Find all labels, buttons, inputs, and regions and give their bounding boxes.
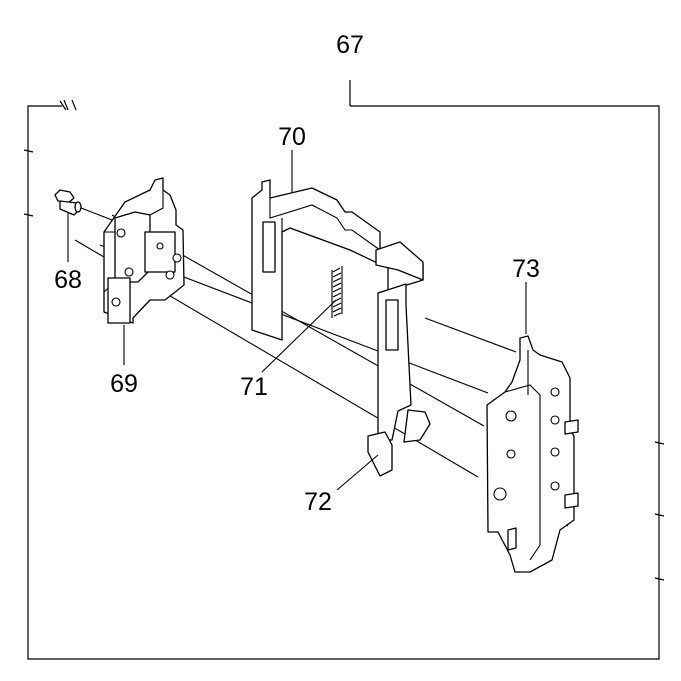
screw-part (54, 189, 82, 216)
callout-69: 69 (110, 370, 138, 398)
callout-71: 71 (240, 373, 268, 401)
assembly-frame (23, 80, 665, 660)
right-bracket-part (486, 335, 579, 573)
upper-frame-part (251, 179, 424, 341)
left-bracket-part (103, 177, 185, 324)
leader-lines (67, 150, 527, 491)
callout-72: 72 (304, 488, 332, 516)
callout-68: 68 (54, 266, 82, 294)
lever-part (367, 283, 431, 477)
callout-70: 70 (278, 123, 306, 151)
callout-67: 67 (336, 31, 364, 59)
spring-part (331, 266, 343, 318)
callout-73: 73 (512, 255, 540, 283)
